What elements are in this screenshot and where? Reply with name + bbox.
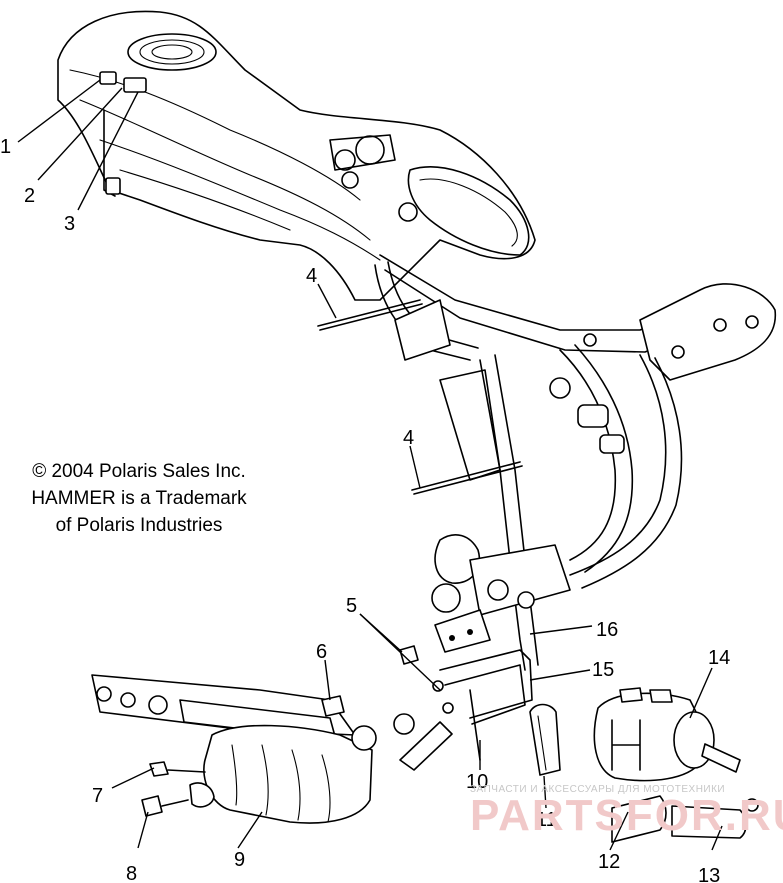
callout-labels: 1 2 3 4 4 5 6 7 8 9 10 11 12 13 14 15 16 bbox=[0, 136, 730, 883]
copyright-line-2: HAMMER is a Trademark bbox=[31, 488, 247, 509]
cable-ties bbox=[317, 299, 523, 495]
muffler-assembly bbox=[91, 674, 453, 824]
callout-11: 11 bbox=[536, 809, 557, 831]
callout-7: 7 bbox=[92, 785, 103, 807]
bracket-part-11 bbox=[529, 703, 561, 776]
copyright-notice: © 2004 Polaris Sales Inc. HAMMER is a Tr… bbox=[8, 458, 270, 539]
canister-part-14 bbox=[593, 687, 759, 812]
callout-4-upper: 4 bbox=[306, 265, 317, 287]
callout-10: 10 bbox=[466, 771, 488, 793]
watermark: ЗАПЧАСТИ И АКСЕССУАРЫ ДЛЯ МОТОТЕХНИКИ PA… bbox=[470, 784, 783, 841]
callout-2: 2 bbox=[24, 185, 35, 207]
callout-1: 1 bbox=[0, 136, 11, 158]
callout-16: 16 bbox=[596, 619, 618, 641]
callout-3: 3 bbox=[64, 213, 75, 235]
callout-5: 5 bbox=[346, 595, 357, 617]
callout-12: 12 bbox=[598, 851, 620, 873]
copyright-line-3: of Polaris Industries bbox=[55, 515, 223, 536]
callout-15: 15 bbox=[592, 659, 614, 681]
leader-lines bbox=[17, 79, 723, 851]
callout-4-lower: 4 bbox=[403, 427, 414, 449]
copyright-line-1: © 2004 Polaris Sales Inc. bbox=[32, 461, 246, 482]
callout-14: 14 bbox=[708, 647, 730, 669]
callout-13: 13 bbox=[698, 865, 720, 883]
callout-6: 6 bbox=[316, 641, 327, 663]
lower-bracket bbox=[399, 645, 533, 761]
watermark-tagline: ЗАПЧАСТИ И АКСЕССУАРЫ ДЛЯ МОТОТЕХНИКИ bbox=[470, 784, 726, 795]
watermark-logo: PARTSFOR.RU bbox=[470, 791, 783, 840]
callout-9: 9 bbox=[234, 849, 245, 871]
frame-assembly bbox=[57, 10, 536, 301]
tubes-12-13 bbox=[611, 795, 747, 843]
rear-subframe bbox=[379, 254, 777, 589]
callout-8: 8 bbox=[126, 863, 137, 883]
down-tubes bbox=[374, 261, 571, 671]
